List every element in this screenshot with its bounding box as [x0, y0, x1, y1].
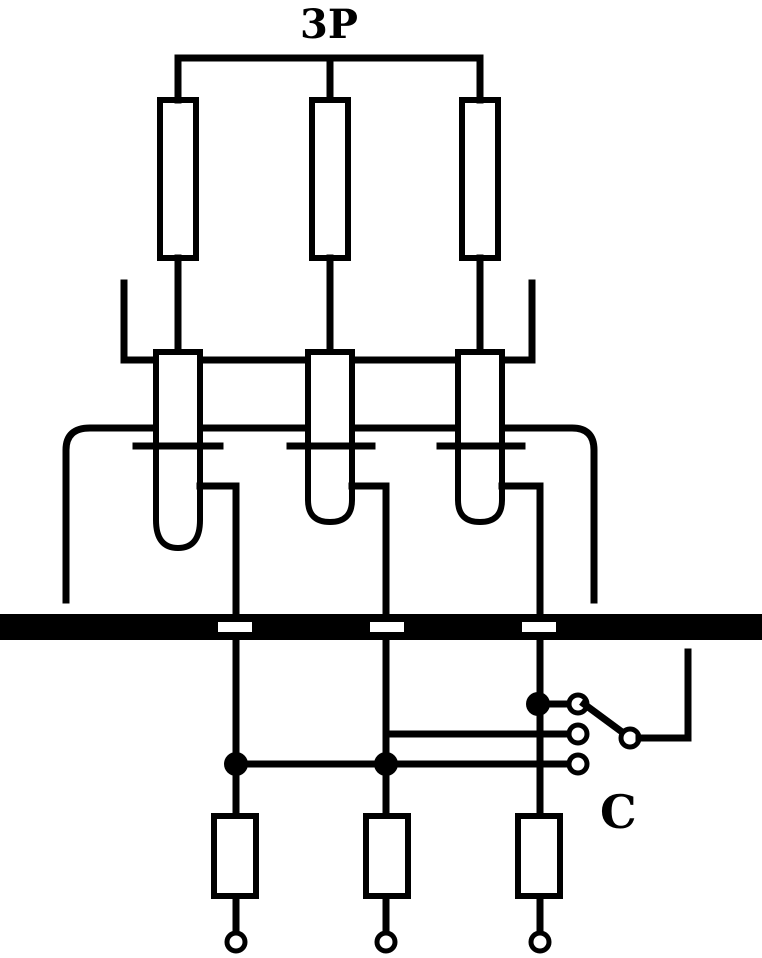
lower-fuse-2 — [363, 813, 411, 899]
label-switch-c: C — [600, 785, 637, 839]
upper-resistor-1 — [157, 97, 199, 261]
junction-dot-2 — [374, 752, 398, 776]
transformer-tube-3 — [455, 349, 505, 526]
lower-fuse-1 — [211, 813, 259, 899]
secondary-lead-2 — [348, 482, 390, 944]
secondary-lead-3 — [498, 482, 544, 944]
switch-contact-3 — [566, 752, 590, 776]
output-terminal-1 — [224, 930, 248, 954]
label-3p: 3P — [300, 1, 358, 48]
lower-fuse-3 — [515, 813, 563, 899]
junction-dot-1 — [224, 752, 248, 776]
plate-bushing-3 — [518, 618, 560, 636]
transformer-tube-2 — [305, 349, 355, 526]
junction-dot-3 — [526, 692, 550, 716]
secondary-lead-1 — [196, 482, 240, 944]
plate-bushing-1 — [214, 618, 256, 636]
switch-contact-2 — [566, 722, 590, 746]
upper-resistor-2 — [309, 97, 351, 261]
output-terminal-3 — [528, 930, 552, 954]
output-terminal-2 — [374, 930, 398, 954]
plate-bushing-2 — [366, 618, 408, 636]
upper-resistor-3 — [459, 97, 501, 261]
switch-blade — [579, 699, 627, 737]
transformer-tube-1 — [153, 349, 203, 552]
switch-output-lead — [635, 648, 692, 742]
